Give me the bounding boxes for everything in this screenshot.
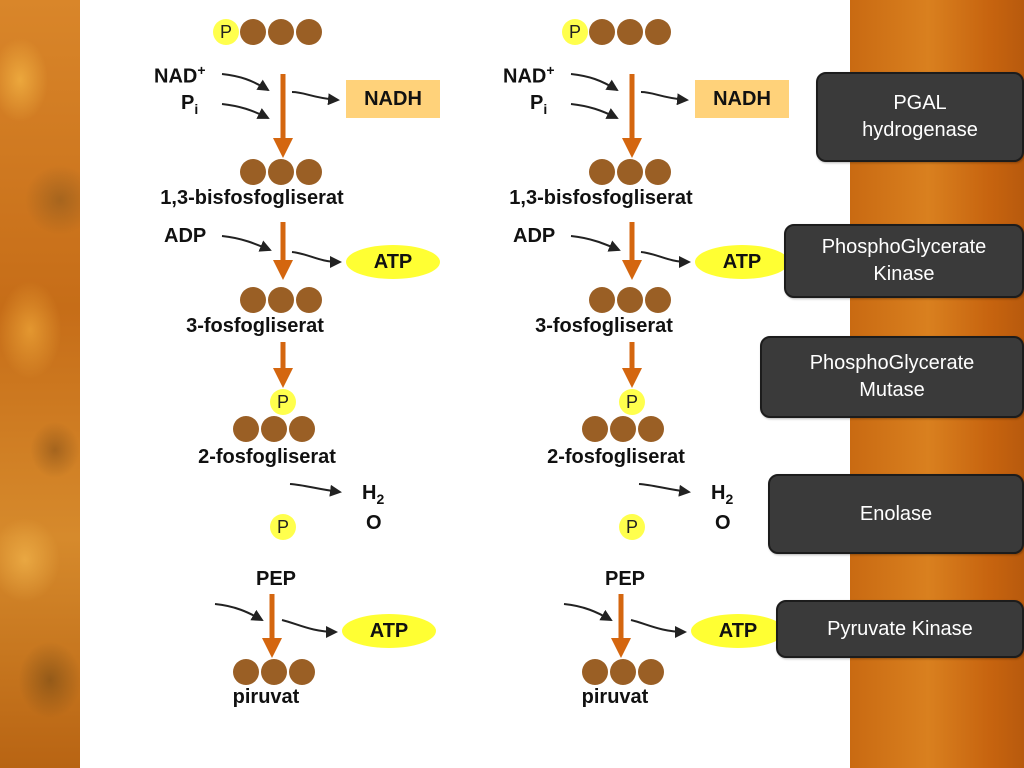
- carbon-ball: [268, 159, 294, 185]
- carbon-ball: [296, 287, 322, 313]
- threepg-label: 3-fosfogliserat: [535, 315, 673, 337]
- nadh-product: NADH: [346, 80, 440, 118]
- atp-product: ATP: [691, 614, 785, 648]
- nad-label: NAD+: [503, 62, 555, 88]
- carbon-ball: [638, 416, 664, 442]
- carbon-ball: [645, 287, 671, 313]
- pi-label: Pi: [530, 92, 548, 117]
- carbon-ball: [617, 159, 643, 185]
- carbon-ball: [289, 416, 315, 442]
- pep-label: PEP: [604, 568, 646, 590]
- carbon-ball: [638, 659, 664, 685]
- carbon-ball: [268, 287, 294, 313]
- bisphosphoglycerate-label: 1,3-bisfosfogliserat: [160, 187, 344, 209]
- atp-product: ATP: [695, 245, 789, 279]
- water-o-label: O: [715, 512, 731, 534]
- adp-label: ADP: [513, 225, 556, 247]
- phosphate-ball: P: [270, 389, 296, 415]
- carbon-ball: [261, 416, 287, 442]
- carbon-ball: [296, 19, 322, 45]
- atp-product: ATP: [346, 245, 440, 279]
- carbon-ball: [582, 416, 608, 442]
- carbon-ball: [582, 659, 608, 685]
- nad-label: NAD+: [154, 62, 206, 88]
- twopg-label: 2-fosfogliserat: [198, 446, 336, 468]
- carbon-ball: [589, 19, 615, 45]
- bisphosphoglycerate-label: 1,3-bisfosfogliserat: [509, 187, 693, 209]
- pyruvate-label: piruvat: [581, 686, 649, 708]
- carbon-ball: [645, 19, 671, 45]
- carbon-ball: [610, 416, 636, 442]
- carbon-ball: [261, 659, 287, 685]
- phosphate-ball: P: [619, 389, 645, 415]
- enzyme-phosphoglycerate-kinase: PhosphoGlycerate Kinase: [784, 224, 1024, 298]
- carbon-ball: [240, 19, 266, 45]
- carbon-ball: [610, 659, 636, 685]
- pi-label: Pi: [181, 92, 199, 117]
- phosphate-ball: P: [619, 514, 645, 540]
- enzyme-phosphoglycerate-mutase: PhosphoGlycerate Mutase: [760, 336, 1024, 418]
- carbon-ball: [233, 659, 259, 685]
- carbon-ball: [296, 159, 322, 185]
- enzyme-pgal-hydrogenase: PGAL hydrogenase: [816, 72, 1024, 162]
- carbon-ball: [617, 287, 643, 313]
- carbon-ball: [233, 416, 259, 442]
- background-texture-left: [0, 0, 80, 768]
- atp-product: ATP: [342, 614, 436, 648]
- carbon-ball: [645, 159, 671, 185]
- pep-label: PEP: [255, 568, 297, 590]
- carbon-ball: [589, 287, 615, 313]
- carbon-ball: [589, 159, 615, 185]
- water-o-label: O: [366, 512, 382, 534]
- water-label: H2: [362, 482, 385, 507]
- twopg-label: 2-fosfogliserat: [547, 446, 685, 468]
- carbon-ball: [617, 19, 643, 45]
- water-label: H2: [711, 482, 734, 507]
- phosphate-ball: P: [562, 19, 588, 45]
- carbon-ball: [289, 659, 315, 685]
- carbon-ball: [240, 159, 266, 185]
- phosphate-ball: P: [213, 19, 239, 45]
- enzyme-enolase: Enolase: [768, 474, 1024, 554]
- threepg-label: 3-fosfogliserat: [186, 315, 324, 337]
- nadh-product: NADH: [695, 80, 789, 118]
- enzyme-pyruvate-kinase: Pyruvate Kinase: [776, 600, 1024, 658]
- adp-label: ADP: [164, 225, 207, 247]
- carbon-ball: [240, 287, 266, 313]
- carbon-ball: [268, 19, 294, 45]
- phosphate-ball: P: [270, 514, 296, 540]
- pyruvate-label: piruvat: [232, 686, 300, 708]
